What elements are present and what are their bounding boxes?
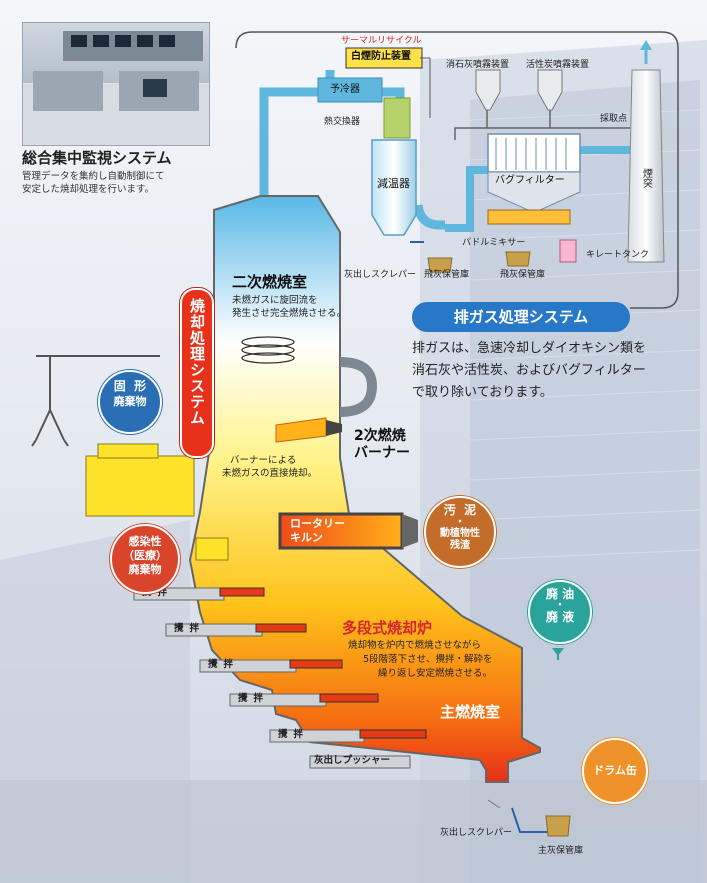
sludge-line3: ・ xyxy=(455,517,465,528)
oil-circle: 廃 油 ・ 廃 液 xyxy=(528,580,592,644)
solid-waste-line1: 固 xyxy=(113,379,126,393)
sludge-line2: 泥 xyxy=(464,503,477,517)
fly-ash-storage-1-label: 飛灰保管庫 xyxy=(424,270,470,280)
ash-pusher-label: 灰出しプッシャー xyxy=(314,755,391,766)
sludge-line1: 汚 xyxy=(443,503,456,517)
bag-filter xyxy=(487,133,581,173)
grate-fires xyxy=(219,587,427,739)
exhaust-desc-line2: 消石灰や活性炭、およびバグフィルター xyxy=(412,363,646,378)
infectious-line2: （医療） xyxy=(123,549,167,562)
feed-hopper xyxy=(85,455,195,517)
crane-icon xyxy=(31,355,160,447)
multistage-desc-line2: 5段階落下させ、攪拌・解砕を xyxy=(363,654,493,665)
incineration-system-label: 焼却処理システム xyxy=(188,298,206,426)
sampling-point-label: 採取点 xyxy=(600,114,628,124)
solid-waste-circle: 固 形 廃棄物 xyxy=(98,370,162,434)
carbon-sprayer-label: 活性炭噴霧装置 xyxy=(526,60,590,70)
multistage-desc-line1: 焼却物を炉内で燃焼させながら xyxy=(348,640,482,651)
infectious-line1: 感染性 xyxy=(128,535,162,548)
gas-scraper-label: 灰出しスクレパー xyxy=(344,270,417,280)
drum-label: ドラム缶 xyxy=(593,764,637,777)
gas-system-frame xyxy=(235,31,679,309)
stir-label-3: 攪拌 xyxy=(208,659,240,670)
lime-sprayer-label: 消石灰噴霧装置 xyxy=(446,60,510,70)
main-ash-bin xyxy=(545,815,571,837)
oil-line2: 油 xyxy=(562,587,575,601)
control-room-photo xyxy=(22,22,210,146)
infectious-line3: 廃棄物 xyxy=(128,563,162,576)
burner-desc-line2: 未燃ガスの直接焼却。 xyxy=(222,468,318,479)
exhaust-desc-line3: で取り除いております。 xyxy=(412,385,553,400)
heat-exchanger xyxy=(383,97,411,139)
lime-sprayer-hopper xyxy=(475,69,501,111)
thermal-recycle-label: サーマルリサイクル xyxy=(341,36,422,46)
sludge-circle: 汚 泥 ・ 動植物性 残渣 xyxy=(424,496,496,568)
monitor-desc-line1: 管理データを集約し自動制御にて xyxy=(22,171,165,182)
main-chamber-title: 主燃焼室 xyxy=(440,703,501,721)
burner-label-line1: 2次燃焼 xyxy=(354,428,406,444)
rotary-kiln-line1: ロータリー xyxy=(290,517,345,530)
stir-label-4: 攪拌 xyxy=(238,693,270,704)
burner-desc-line1: バーナーによる xyxy=(230,455,297,466)
bag-filter-label: バグフィルター xyxy=(495,175,565,186)
monitor-desc-line2: 安定した焼却処理を行います。 xyxy=(22,184,155,195)
multistage-title: 多段式焼却炉 xyxy=(342,619,433,637)
oil-line4: 廃 xyxy=(545,610,558,624)
sludge-line5: 残渣 xyxy=(450,540,470,551)
oil-line3: ・ xyxy=(555,600,565,611)
cooling-tower xyxy=(371,139,417,236)
sludge-line4: 動植物性 xyxy=(440,528,480,539)
stir-label-5: 攪拌 xyxy=(278,729,310,740)
bottom-scraper-label: 灰出しスクレパー xyxy=(440,828,513,838)
white-smoke-label: 白煙防止装置 xyxy=(351,51,411,62)
chelate-tank xyxy=(559,239,577,263)
exhaust-desc-line1: 排ガスは、急速冷却しダイオキシン類を xyxy=(412,341,647,356)
multistage-desc-line3: 繰り返し安定燃焼させる。 xyxy=(378,668,493,679)
oil-line5: 液 xyxy=(562,610,575,624)
recirculation-duct xyxy=(339,357,378,417)
secondary-chamber-title: 二次燃焼室 xyxy=(232,273,308,291)
preheater-box xyxy=(317,77,383,103)
solid-waste-line3: 廃棄物 xyxy=(113,395,147,408)
heat-exchanger-label: 熱交換器 xyxy=(324,117,361,127)
chelate-tank-label: キレートタンク xyxy=(586,250,650,260)
infectious-waste-circle: 感染性 （医療） 廃棄物 xyxy=(110,524,180,594)
chimney-label: 煙突 xyxy=(640,168,652,188)
chimney xyxy=(627,69,665,263)
cooling-tower-label: 減温器 xyxy=(377,177,410,190)
stir-label-2: 攪拌 xyxy=(174,623,206,634)
paddle-mixer-label: パドルミキサー xyxy=(462,238,526,248)
drum-circle: ドラム缶 xyxy=(582,738,648,804)
solid-waste-line2: 形 xyxy=(134,379,147,393)
incineration-system-badge: 焼却処理システム xyxy=(180,288,214,458)
exhaust-system-title: 排ガス処理システム xyxy=(453,308,589,326)
oil-line1: 廃 xyxy=(545,587,558,601)
secondary-desc-line1: 未燃ガスに旋回流を xyxy=(232,295,318,306)
main-ash-storage-label: 主灰保管庫 xyxy=(538,846,584,856)
swirl-icon xyxy=(241,336,295,364)
burner-label-line2: バーナー xyxy=(354,445,410,461)
exhaust-system-badge: 排ガス処理システム xyxy=(412,302,630,332)
fly-ash-storage-2-label: 飛灰保管庫 xyxy=(500,270,546,280)
rotary-kiln-line2: キルン xyxy=(290,531,323,544)
preheater-label: 予冷器 xyxy=(330,84,360,95)
secondary-desc-line2: 発生させ完全燃焼させる。 xyxy=(232,308,347,319)
carbon-sprayer-hopper xyxy=(537,69,563,111)
paddle-mixer xyxy=(487,209,571,225)
rotary-kiln xyxy=(278,512,404,550)
monitor-title: 総合集中監視システム xyxy=(22,149,172,167)
